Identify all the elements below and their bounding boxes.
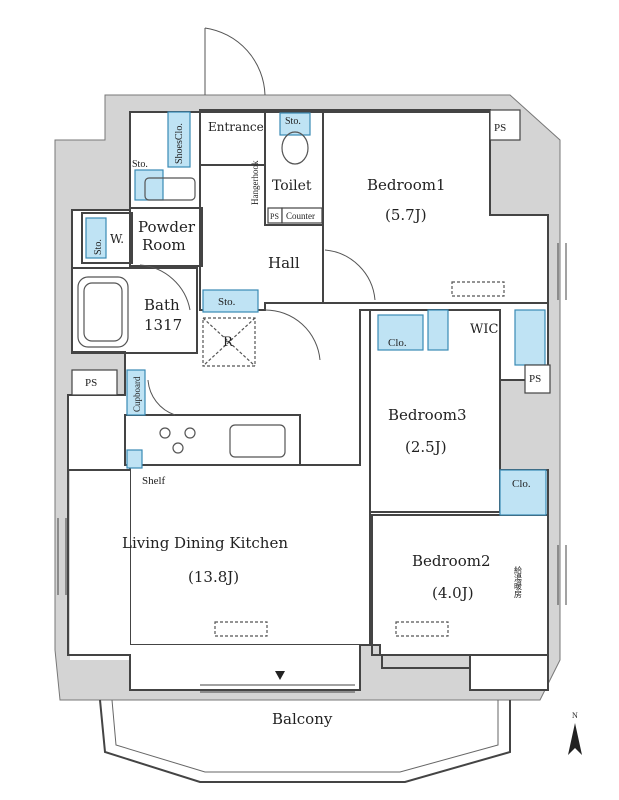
powder-room-label-2: Room <box>142 236 186 254</box>
kitchen-sink <box>229 424 286 458</box>
sto-top-label: Sto. <box>285 116 301 127</box>
sto-wash <box>85 217 107 259</box>
ps-boxes <box>71 109 551 396</box>
stove-burner <box>159 427 171 439</box>
stove-burner <box>172 442 184 454</box>
sto-toilet-top <box>279 112 311 136</box>
ldk-size: (13.8J) <box>188 568 239 586</box>
ps-left-label: PS <box>85 377 97 389</box>
bath-size: 1317 <box>144 316 182 334</box>
bedroom2-size: (4.0J) <box>432 584 474 602</box>
refrigerator-label: R <box>223 335 234 350</box>
clo-bedroom3 <box>377 314 424 351</box>
toilet-label: Toilet <box>272 178 312 194</box>
windows <box>57 243 567 693</box>
hanger-hook-label: Hangerhook <box>250 160 260 205</box>
ps-right-label: PS <box>529 373 541 385</box>
bedroom2-label: Bedroom2 <box>412 552 491 570</box>
balcony-outline <box>99 699 511 783</box>
ps-topright-label: PS <box>494 122 506 134</box>
sto-left-small <box>134 169 164 201</box>
hall-label: Hall <box>268 254 300 272</box>
wic-right <box>514 309 546 366</box>
entrance-label: Entrance <box>208 120 264 134</box>
fixtures <box>77 131 505 637</box>
north-arrow: N <box>568 711 582 755</box>
clo-bedroom2 <box>499 469 547 516</box>
wic-label: WIC <box>470 322 498 337</box>
door-swings <box>139 27 376 416</box>
wic-left <box>427 309 449 351</box>
balcony-inner <box>111 699 499 773</box>
sto-wash-label: Sto. <box>93 239 104 255</box>
clo-bedroom3-label: Clo. <box>388 337 407 349</box>
counter-label: Counter <box>286 211 315 221</box>
sto-left-label: Sto. <box>132 159 148 170</box>
bathtub <box>77 276 129 348</box>
refrigerator-space <box>202 317 256 367</box>
bedroom3-label: Bedroom3 <box>388 406 467 424</box>
cupboard-label: Cupboard <box>132 376 142 412</box>
cupboard <box>126 369 146 416</box>
ldk-label: Living Dining Kitchen <box>122 534 288 552</box>
sto-hall <box>202 289 259 313</box>
hot-water-note: 給湯暖房 <box>514 565 523 599</box>
shelf-label: Shelf <box>142 475 166 487</box>
balcony-label: Balcony <box>272 710 333 728</box>
storage-areas <box>85 111 547 516</box>
shoes-closet <box>167 111 191 168</box>
powder-room-label-1: Powder <box>138 218 196 236</box>
bath-label: Bath <box>144 296 180 314</box>
north-label: N <box>572 711 578 720</box>
toilet-bowl <box>281 131 309 165</box>
stove-burner <box>184 427 196 439</box>
clo-bedroom2-label: Clo. <box>512 478 531 490</box>
bedroom1-label: Bedroom1 <box>367 176 446 194</box>
washer-label: W. <box>110 232 124 246</box>
shelf-unit <box>126 449 143 469</box>
bedroom1-size: (5.7J) <box>385 206 427 224</box>
sto-hall-label: Sto. <box>218 296 236 308</box>
shoes-clo-label: ShoesClo. <box>174 123 185 164</box>
bedroom3-size: (2.5J) <box>405 438 447 456</box>
room-walls <box>67 109 549 691</box>
ldk-floor <box>70 470 360 690</box>
ps-small-label: PS <box>270 212 279 221</box>
washbasin <box>144 177 196 201</box>
entrance-marker <box>275 671 285 680</box>
